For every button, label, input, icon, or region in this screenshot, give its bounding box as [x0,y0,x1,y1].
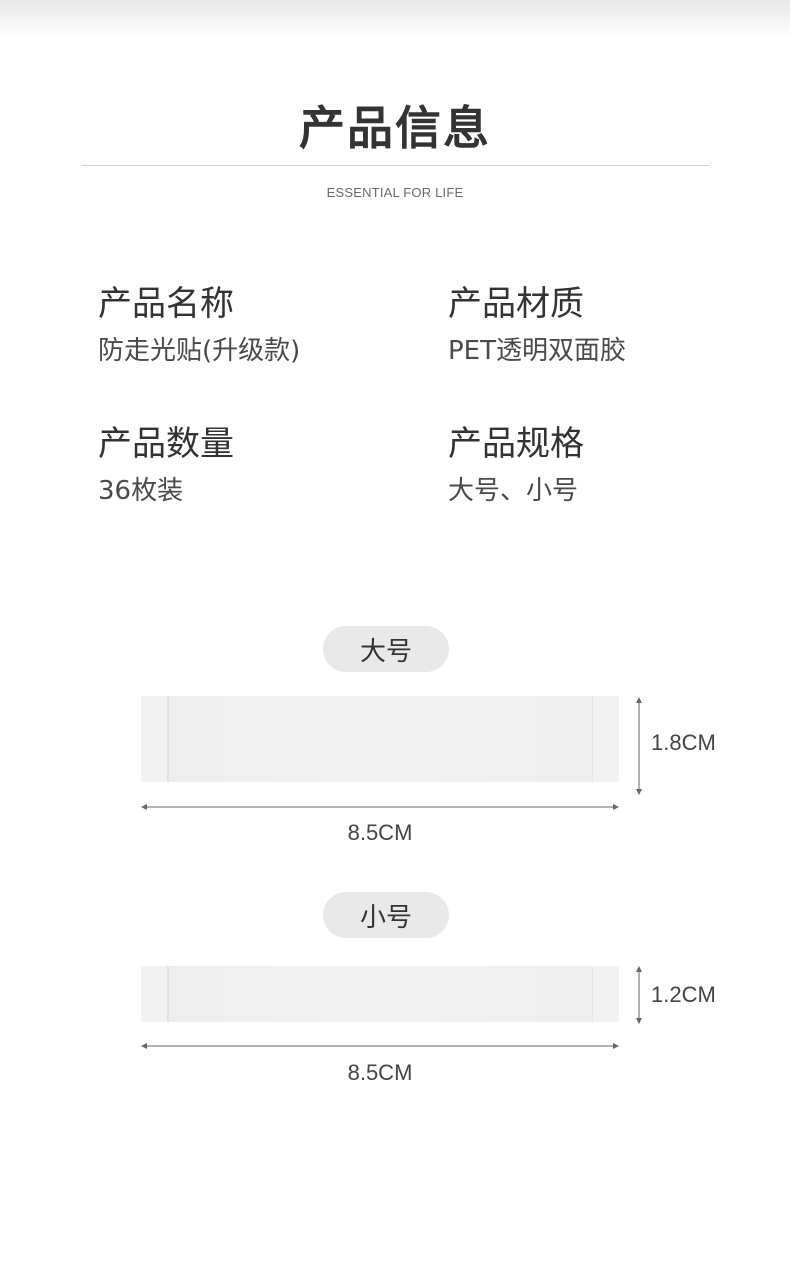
tape-strip-small [141,966,619,1022]
page-title: 产品信息 [299,101,491,155]
info-value: PET透明双面胶 [448,336,626,366]
height-arrow-small [636,966,642,1024]
info-product-name: 产品名称 防走光贴(升级款) [98,284,300,368]
info-value: 大号、小号 [448,476,579,506]
top-shadow [0,0,790,40]
title-divider [81,165,709,166]
size-badge-small: 小号 [323,892,449,938]
info-product-quantity: 产品数量 36枚装 [98,424,234,508]
info-product-spec: 产品规格 大号、小号 [448,424,584,508]
width-arrow-small [141,1043,619,1049]
info-label: 产品规格 [448,424,584,464]
info-value: 36枚装 [98,476,184,506]
info-value: 防走光贴(升级款) [98,336,301,366]
width-label-small: 8.5CM [347,1060,413,1085]
width-arrow-large [141,804,619,810]
info-product-material: 产品材质 PET透明双面胶 [448,284,626,368]
info-label: 产品名称 [98,284,234,324]
width-label-large: 8.5CM [347,820,413,845]
height-arrow-large [636,697,642,795]
size-badge-large: 大号 [323,626,449,672]
height-label-large: 1.8CM [651,730,716,755]
height-label-small: 1.2CM [651,982,716,1007]
page-subtitle: ESSENTIAL FOR LIFE [326,185,464,200]
info-label: 产品数量 [98,424,234,464]
tape-strip-large [141,696,619,782]
info-label: 产品材质 [448,284,584,324]
